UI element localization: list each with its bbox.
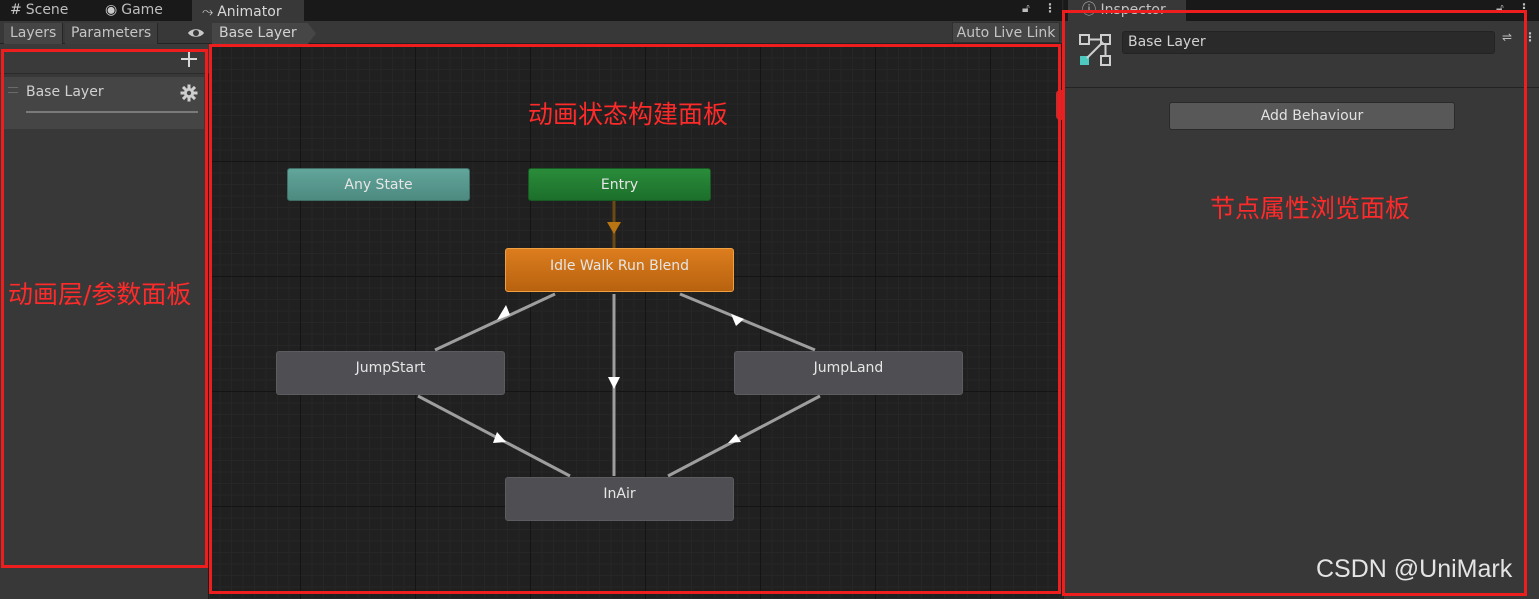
layers-tab[interactable]: Layers <box>4 23 64 44</box>
state-idle-walk-run-blend[interactable]: Idle Walk Run Blend <box>505 248 734 292</box>
transition-line <box>417 394 571 478</box>
lock-icon[interactable]: 🔓︎ <box>1022 1 1030 15</box>
layer-item[interactable]: Base Layer <box>4 77 204 129</box>
animator-icon: ⤳ <box>202 4 214 20</box>
window-tab-bar: #Scene ◉Game ⤳Animator 🔓︎ ⋮ <box>0 0 1062 21</box>
animator-toolbar: Layers Parameters <box>0 21 1062 44</box>
settings-sliders-icon[interactable]: ⇌ <box>1502 30 1513 44</box>
divider <box>1064 87 1539 88</box>
tab-game[interactable]: ◉Game <box>105 0 163 21</box>
parameters-tab[interactable]: Parameters <box>65 23 159 44</box>
layer-name-field[interactable]: Base Layer <box>1122 31 1495 54</box>
tab-animator[interactable]: ⤳Animator <box>192 0 304 21</box>
tab-scene[interactable]: #Scene <box>10 0 68 21</box>
breadcrumb[interactable]: Base Layer <box>212 23 316 44</box>
state-jump-land[interactable]: JumpLand <box>734 351 963 395</box>
annotation-box-inspector <box>1062 10 1527 596</box>
gamepad-icon: ◉ <box>105 2 118 18</box>
tab-label: Animator <box>217 4 282 20</box>
kebab-menu-icon[interactable]: ⋮ <box>1044 1 1056 15</box>
lock-icon[interactable]: 🔓︎ <box>1496 1 1504 15</box>
annotation-inspector-label: 节点属性浏览面板 <box>1210 194 1411 223</box>
eye-icon[interactable] <box>187 24 205 42</box>
annotation-left-label: 动画层/参数面板 <box>8 280 192 309</box>
transitions-layer <box>417 200 821 478</box>
state-any-state[interactable]: Any State <box>287 168 470 201</box>
state-in-air[interactable]: InAir <box>505 477 734 521</box>
grid-icon: # <box>10 2 22 18</box>
transition-line <box>679 292 816 352</box>
tab-label: Game <box>121 2 163 18</box>
state-entry[interactable]: Entry <box>528 168 711 201</box>
transition-line <box>667 394 821 478</box>
layers-panel: Base Layer <box>0 44 209 599</box>
drag-handle-icon[interactable] <box>8 87 18 93</box>
kebab-menu-icon[interactable]: ⋮ <box>1524 30 1536 44</box>
transition-arrow-icon <box>493 432 506 443</box>
watermark: CSDN @UniMark <box>1316 555 1513 583</box>
entry-arrow-icon <box>607 222 621 234</box>
annotation-box-graph <box>209 44 1061 594</box>
state-machine-icon <box>1079 34 1111 66</box>
animator-graph[interactable]: Any State Entry Idle Walk Run Blend Jump… <box>210 44 1062 599</box>
add-behaviour-button[interactable]: Add Behaviour <box>1169 102 1455 130</box>
transition-arrow-icon <box>608 377 620 389</box>
annotation-box-left <box>1 49 208 568</box>
tab-label: Scene <box>25 2 69 18</box>
transition-arrow-icon <box>728 434 741 443</box>
layer-weight-slider[interactable] <box>26 111 198 113</box>
gear-icon[interactable] <box>180 84 198 102</box>
transition-arrow-icon <box>497 305 510 320</box>
auto-live-link-button[interactable]: Auto Live Link <box>952 22 1060 43</box>
state-jump-start[interactable]: JumpStart <box>276 351 505 395</box>
transition-line <box>434 292 556 352</box>
transition-arrow-icon <box>731 314 744 326</box>
inspector-panel: ⓘ Inspector 🔓︎ ⋮ Base Layer ⇌ ⋮ Add Beha… <box>1063 0 1539 599</box>
layer-name: Base Layer <box>26 84 104 100</box>
annotation-graph-label: 动画状态构建面板 <box>528 100 729 129</box>
add-layer-icon[interactable] <box>180 50 198 68</box>
